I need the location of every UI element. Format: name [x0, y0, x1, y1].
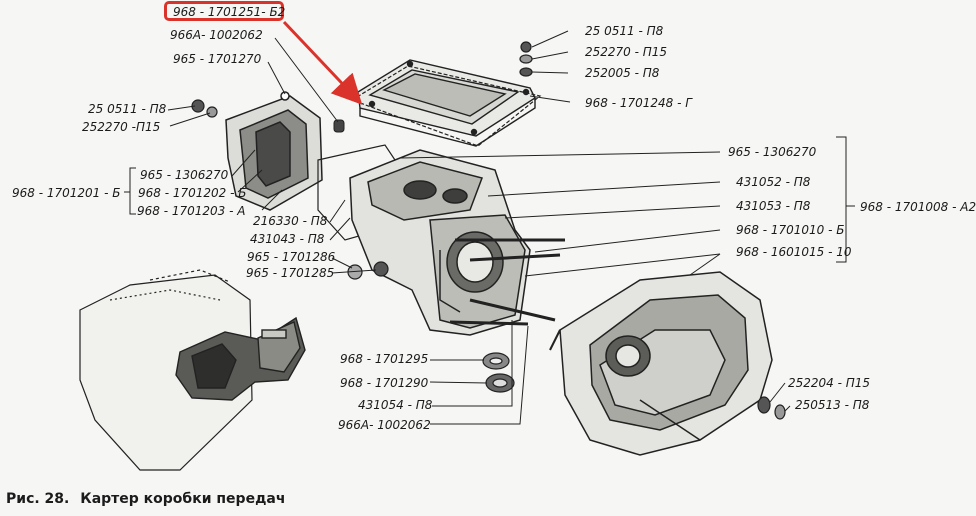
- highlight-arrow: [282, 20, 363, 105]
- label-part-965-1701285: 965 - 1701285: [246, 266, 335, 280]
- gearbox-housing: [349, 149, 565, 336]
- label-part-968-1701295: 968 - 1701295: [340, 352, 429, 366]
- label-part-966a-1002062-bottom: 966А- 1002062: [338, 418, 431, 432]
- label-part-252005-p8: 252005 - П8: [585, 66, 660, 80]
- label-part-252204-p15: 252204 - П15: [788, 376, 871, 390]
- label-part-968-1701203-a: 968 - 1701203 - А: [137, 204, 246, 218]
- label-part-252270-p15-right: 252270 - П15: [585, 45, 668, 59]
- label-part-968-1701290: 968 - 1701290: [340, 376, 429, 390]
- label-part-216330-p8: 216330 - П8: [253, 214, 328, 228]
- gearbox-cover: [357, 59, 536, 147]
- washers-right-bottom: [757, 396, 786, 420]
- label-part-431043-p8: 431043 - П8: [250, 232, 325, 246]
- label-part-968-1601015-10: 968 - 1601015 - 10: [736, 245, 852, 259]
- label-part-968-1701201-b: 968 - 1701201 - Б: [12, 186, 121, 200]
- label-part-968-1701251-b2: 968 - 1701251- Б2: [173, 5, 286, 19]
- cover-gasket: [350, 65, 542, 147]
- highlight-box: [164, 1, 284, 21]
- label-part-431054-p8: 431054 - П8: [358, 398, 433, 412]
- label-part-965-1701286: 965 - 1701286: [247, 250, 336, 264]
- car-illustration: [79, 269, 253, 471]
- label-part-965-1701270: 965 - 1701270: [173, 52, 262, 66]
- label-part-252270-p15-left: 252270 -П15: [82, 120, 161, 134]
- label-part-431053-p8: 431053 - П8: [736, 199, 811, 213]
- leader-lines: [124, 30, 855, 425]
- gearbox-in-car: [175, 316, 306, 401]
- washers-right-top: [519, 41, 533, 77]
- label-part-965-1306270-left: 965 - 1306270: [140, 168, 229, 182]
- seals-bottom: [482, 352, 515, 393]
- label-part-250511-p8-right: 25 0511 - П8: [585, 24, 664, 38]
- figure-number: Рис. 28.: [6, 491, 70, 507]
- label-part-968-1701010-b: 968 - 1701010 - Б: [736, 223, 845, 237]
- label-part-968-1701008-a2: 968 - 1701008 - А2: [860, 200, 976, 214]
- plug: [333, 119, 345, 133]
- figure-caption: Рис. 28. Картер коробки передач: [6, 491, 285, 507]
- label-part-250511-p8-left: 25 0511 - П8: [88, 102, 167, 116]
- label-part-968-1701202-b: 968 - 1701202 - Б: [138, 186, 247, 200]
- label-part-966a-1002062-top: 966А- 1002062: [170, 28, 263, 42]
- figure-title: Картер коробки передач: [80, 491, 286, 507]
- label-part-965-1306270-right: 965 - 1306270: [728, 145, 817, 159]
- clutch-housing: [549, 271, 773, 456]
- label-part-968-1701248-g: 968 - 1701248 - Г: [585, 96, 692, 110]
- label-part-431052-p8: 431052 - П8: [736, 175, 811, 189]
- label-part-250513-p8: 250513 - П8: [795, 398, 870, 412]
